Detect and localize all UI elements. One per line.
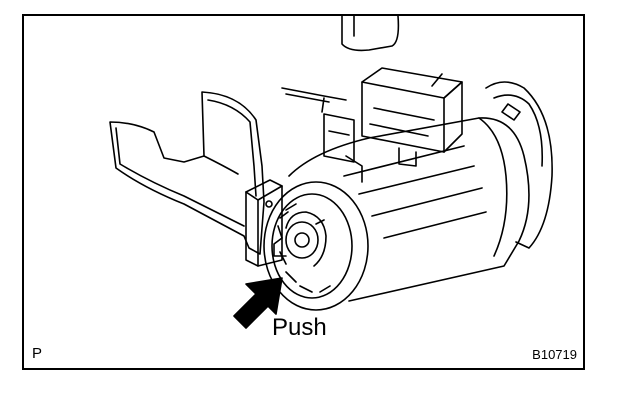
blower-motor-illustration — [109, 16, 553, 329]
retaining-clip — [273, 211, 327, 267]
wiring-harness — [281, 73, 443, 113]
figure-number: B10719 — [532, 347, 577, 362]
push-label: Push — [272, 314, 327, 341]
cable-clip — [341, 16, 400, 52]
connector-block — [323, 67, 463, 183]
illustration-frame: Push P B10719 — [22, 14, 585, 370]
end-bracket — [485, 81, 553, 249]
push-arrow — [233, 277, 283, 329]
fan-wheel — [263, 181, 369, 311]
corner-code-left: P — [32, 345, 43, 362]
mounting-plate — [245, 179, 283, 267]
duct-cover — [109, 91, 265, 255]
